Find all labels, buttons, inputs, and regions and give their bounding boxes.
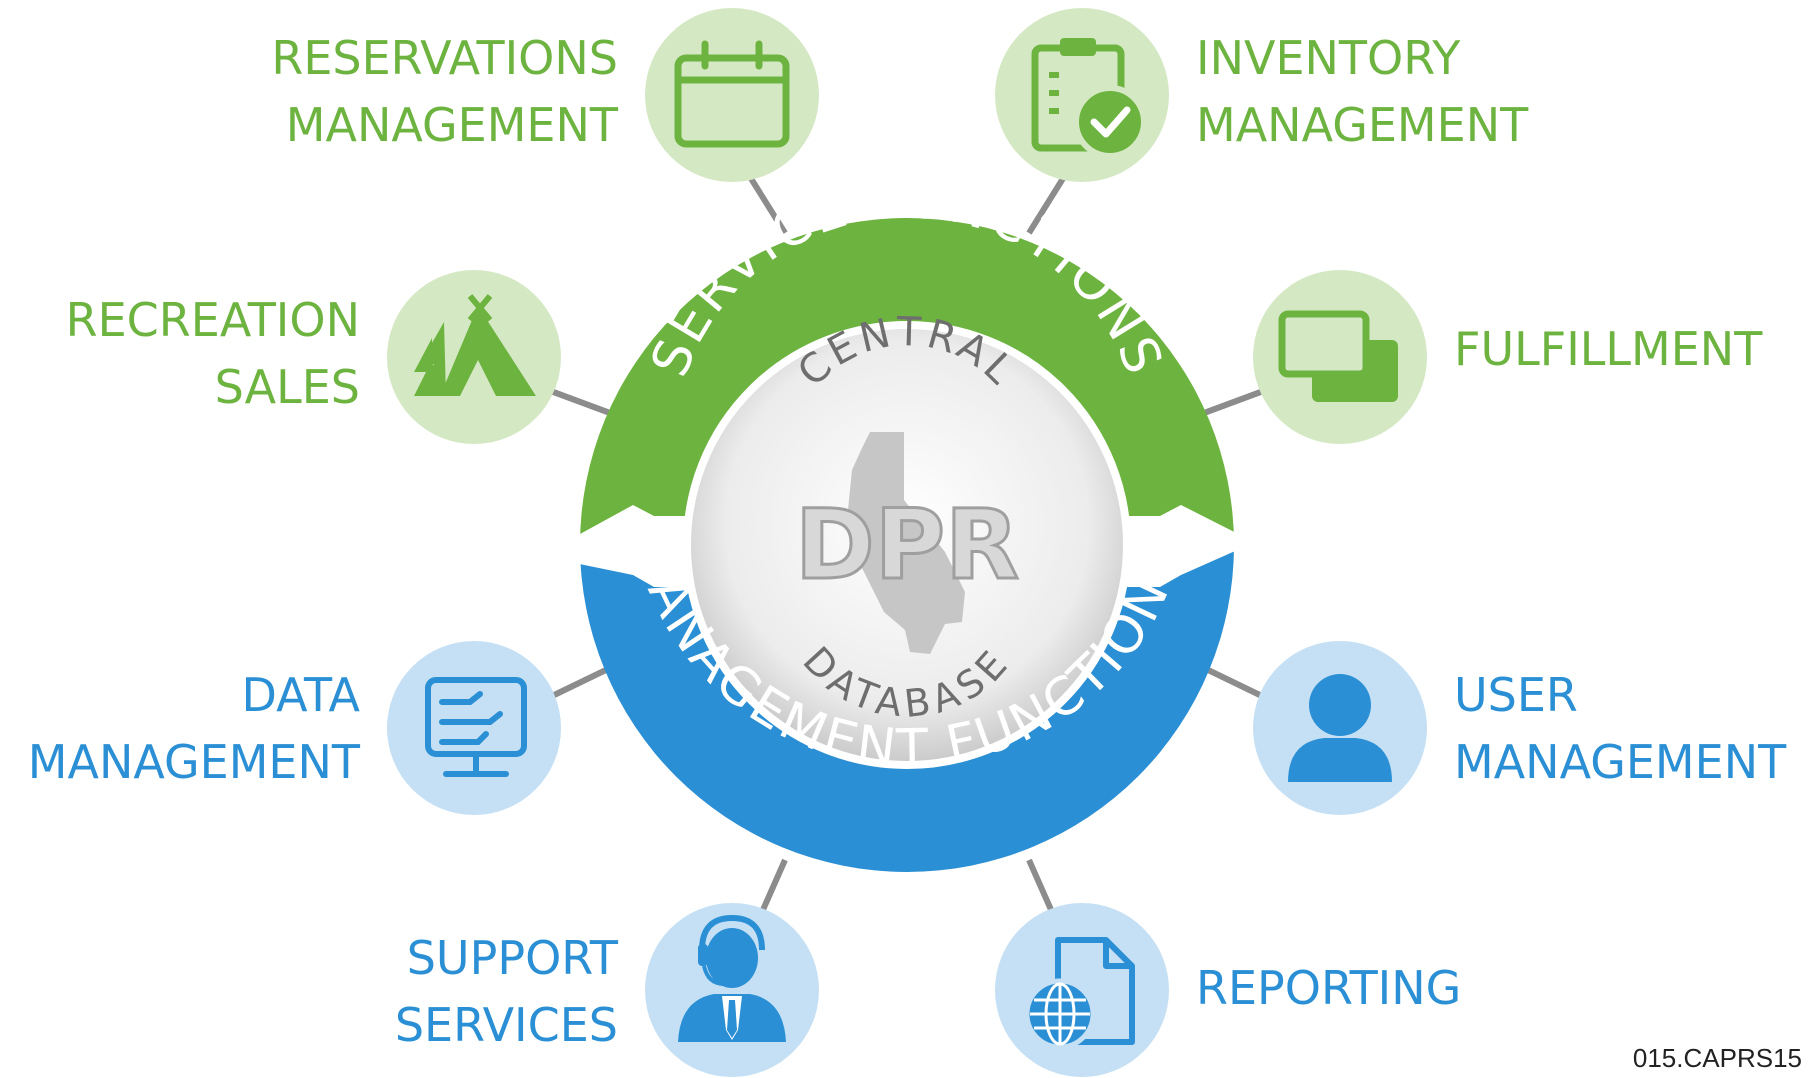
node-reservations-circle — [645, 8, 819, 182]
connector-support — [759, 858, 788, 914]
dpr-logo-text: DPR — [795, 489, 1019, 601]
calendar-icon — [674, 40, 790, 148]
tent-trees-icon — [414, 294, 536, 396]
headset-agent-icon — [678, 914, 786, 1042]
label-inventory: INVENTORY MANAGEMENT — [1196, 31, 1529, 152]
node-fulfillment — [1253, 270, 1427, 444]
label-data: DATA MANAGEMENT — [27, 668, 360, 789]
label-recreation: RECREATION SALES — [65, 293, 360, 414]
node-inventory — [995, 8, 1169, 182]
node-data-circle — [387, 641, 561, 815]
california-shape — [848, 432, 965, 654]
label-reporting: REPORTING — [1196, 961, 1462, 1015]
node-reservations — [645, 8, 819, 182]
figure-code: 015.CAPRS15 — [1632, 1043, 1802, 1073]
user-icon — [1288, 674, 1392, 782]
node-user — [1253, 641, 1427, 815]
cards-icon — [1278, 310, 1398, 402]
label-support: SUPPORT SERVICES — [394, 931, 618, 1052]
connector-data — [546, 665, 612, 701]
connector-reporting — [1026, 858, 1055, 914]
service-functions-ring — [580, 218, 1234, 545]
connector-user — [1202, 665, 1268, 701]
connector-recreation — [546, 387, 612, 416]
node-inventory-circle — [995, 8, 1169, 182]
connector-fulfillment — [1202, 387, 1268, 416]
node-support — [645, 903, 819, 1077]
clipboard-check-icon — [1031, 38, 1147, 159]
node-recreation — [387, 270, 561, 444]
node-reporting — [995, 903, 1169, 1077]
label-fulfillment: FULFILLMENT — [1454, 322, 1763, 376]
monitor-circuit-icon — [425, 677, 527, 777]
label-user: USER MANAGEMENT — [1454, 668, 1787, 789]
label-reservations: RESERVATIONS MANAGEMENT — [271, 31, 618, 152]
node-data — [387, 641, 561, 815]
globe-document-icon — [1024, 937, 1135, 1050]
